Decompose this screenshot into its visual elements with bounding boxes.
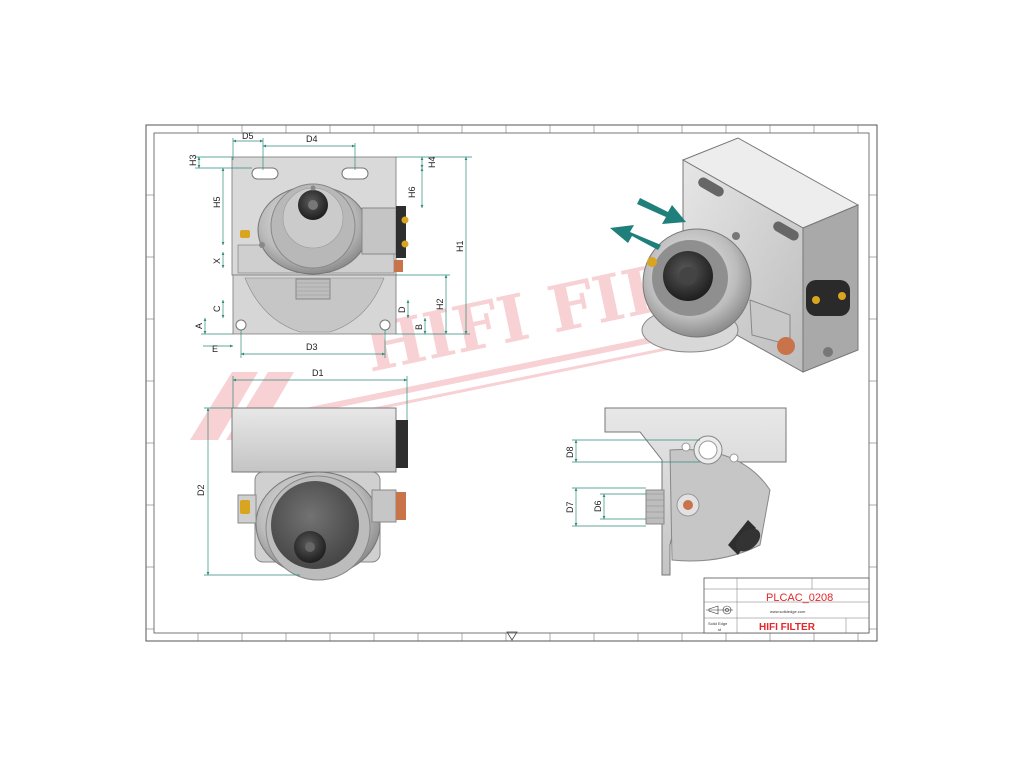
dim-h2: H2 bbox=[435, 298, 445, 310]
front-view bbox=[231, 156, 409, 335]
dim-d5: D5 bbox=[242, 131, 254, 141]
dim-d3: D3 bbox=[306, 342, 318, 352]
dim-x: X bbox=[212, 258, 222, 264]
center-triangle-icon bbox=[506, 631, 518, 641]
projection-symbol-icon bbox=[706, 605, 733, 615]
dim-b: B bbox=[414, 324, 424, 330]
dim-a: A bbox=[194, 323, 204, 329]
logo-line-2: st bbox=[718, 627, 722, 632]
dim-h5: H5 bbox=[212, 196, 222, 208]
top-view bbox=[231, 407, 408, 581]
dim-c: C bbox=[212, 305, 222, 312]
dim-d8: D8 bbox=[565, 446, 575, 458]
dim-d1: D1 bbox=[312, 368, 324, 378]
isometric-view bbox=[610, 137, 860, 373]
company-name: HIFI FILTER bbox=[759, 622, 816, 633]
dim-e: E bbox=[212, 344, 218, 354]
dim-d2: D2 bbox=[196, 484, 206, 496]
website: www.solidedge.com bbox=[770, 609, 806, 614]
side-view bbox=[604, 407, 787, 576]
dim-h6: H6 bbox=[407, 186, 417, 198]
dim-d: D bbox=[397, 306, 407, 313]
dim-d4: D4 bbox=[306, 134, 318, 144]
title-block: PLCAC_0208 www.solidedge.com HIFI FILTER… bbox=[703, 577, 870, 634]
dim-d6: D6 bbox=[593, 500, 603, 512]
dim-d7: D7 bbox=[565, 501, 575, 513]
dim-h4: H4 bbox=[427, 156, 437, 168]
dim-h3: H3 bbox=[188, 154, 198, 166]
logo-line-1: Solid Edge bbox=[708, 621, 728, 626]
teal-arrow-icon bbox=[610, 198, 686, 250]
dim-h1: H1 bbox=[455, 240, 465, 252]
part-number: PLCAC_0208 bbox=[766, 592, 833, 604]
